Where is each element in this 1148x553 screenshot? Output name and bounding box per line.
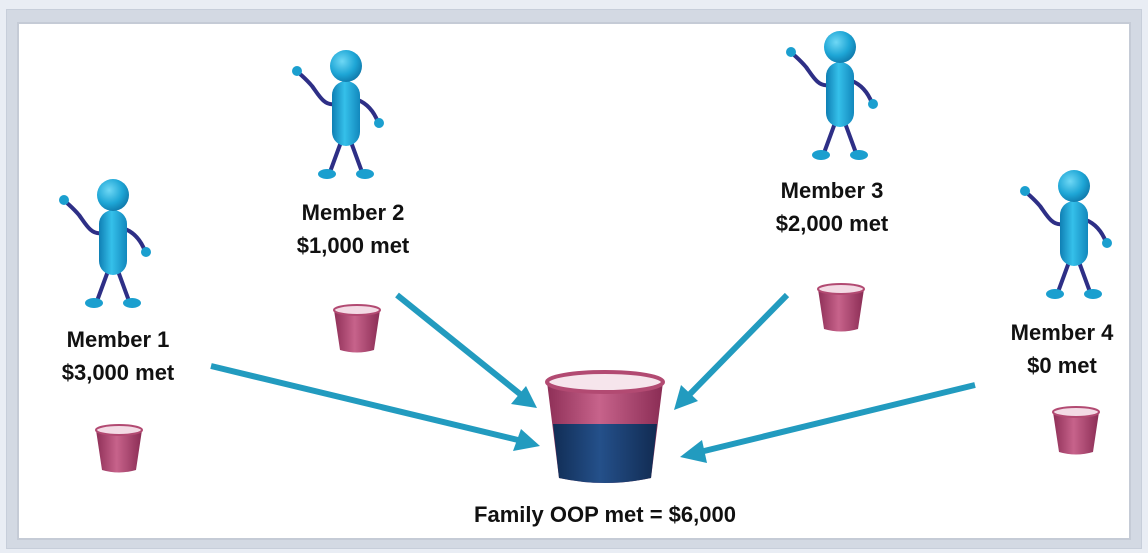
member-2-label: Member 2 $1,000 met (263, 196, 443, 262)
member-4-name: Member 4 (1010, 320, 1114, 345)
bucket-member-4 (1052, 406, 1100, 455)
arrow-member-2 (395, 292, 537, 408)
member-3-label: Member 3 $2,000 met (742, 174, 922, 240)
bucket-member-1 (95, 424, 143, 473)
figure-member-3 (786, 31, 878, 160)
member-1-name: Member 1 (66, 327, 170, 352)
bucket-member-2 (333, 304, 381, 353)
arrows (210, 292, 976, 463)
member-4-amount: $0 met (1027, 353, 1097, 378)
member-3-amount: $2,000 met (775, 211, 889, 236)
figure-member-4 (1020, 170, 1112, 299)
arrow-member-1 (210, 363, 540, 451)
figure-member-1 (59, 179, 151, 308)
member-4-label: Member 4 $0 met (982, 316, 1142, 382)
family-oop-label: Family OOP met = $6,000 (474, 502, 736, 527)
arrow-member-4 (680, 382, 976, 463)
member-1-label: Member 1 $3,000 met (28, 323, 208, 389)
bucket-member-3 (817, 283, 865, 332)
family-bucket-fill (553, 424, 657, 483)
member-2-amount: $1,000 met (296, 233, 410, 258)
family-bucket (545, 370, 665, 483)
member-3-name: Member 3 (780, 178, 884, 203)
figure-member-2 (292, 50, 384, 179)
member-2-name: Member 2 (301, 200, 405, 225)
arrow-member-3 (674, 292, 790, 410)
member-1-amount: $3,000 met (61, 360, 175, 385)
